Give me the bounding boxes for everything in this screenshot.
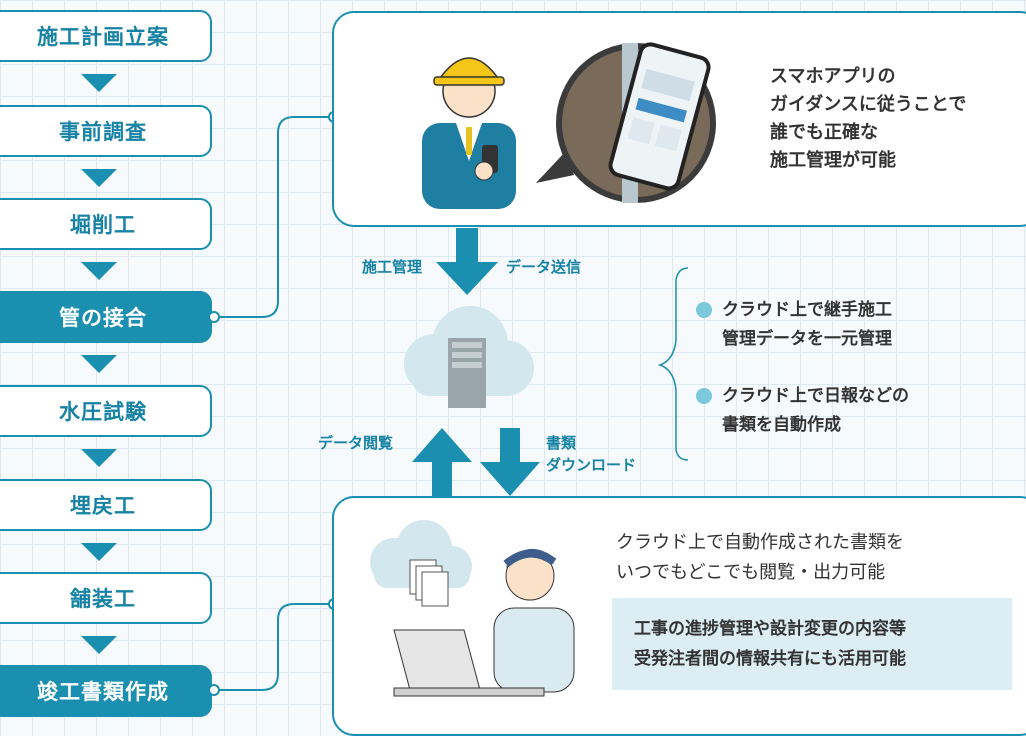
flow-arrow-icon	[81, 169, 117, 187]
step-excavation: 堀削工	[0, 198, 212, 250]
flow-arrow-icon	[81, 636, 117, 654]
flow-arrow-icon	[81, 355, 117, 373]
flow-arrow-icon	[81, 262, 117, 280]
step-paving: 舗装工	[0, 572, 212, 624]
data-viewing-label: データ閲覧	[318, 434, 394, 452]
data-transmission-label: データ送信	[506, 258, 582, 276]
flow-arrow-icon	[81, 449, 117, 467]
flow-arrow-icon	[81, 543, 117, 561]
guidance-description: スマホアプリの ガイダンスに従うことで 誰でも正確な 施工管理が可能	[770, 66, 967, 171]
transfer-arrows	[412, 228, 689, 498]
office-worker-documents-illustration	[370, 520, 575, 697]
cloud-server-icon	[404, 306, 534, 408]
step-survey: 事前調査	[0, 105, 212, 157]
step-completion-documents: 竣工書類作成	[0, 665, 212, 717]
step-pipe-joining: 管の接合	[0, 291, 212, 343]
phone-app-closeup-icon	[536, 42, 716, 203]
document-download-label: 書類 ダウンロード	[546, 434, 637, 474]
cloud-documents-description: クラウド上で自動作成された書類を いつでもどこでも閲覧・出力可能	[616, 532, 904, 583]
construction-management-label: 施工管理	[362, 258, 423, 276]
cloud-note-auto-reports: クラウド上で日報などの 書類を自動作成	[696, 382, 909, 440]
worker-with-phone-illustration	[422, 57, 516, 209]
step-backfill: 埋戻工	[0, 479, 212, 531]
step-pressure-test: 水圧試験	[0, 385, 212, 437]
step-planning: 施工計画立案	[0, 10, 212, 62]
flow-arrow-icon	[81, 74, 117, 92]
bullet-icon	[696, 302, 712, 318]
cloud-note-centralized-data: クラウド上で継手施工 管理データを一元管理	[696, 296, 892, 354]
information-sharing-highlight: 工事の進捗管理や設計変更の内容等 受発注者間の情報共有にも活用可能	[612, 598, 1012, 690]
smartphone-guidance-card: スマホアプリの ガイダンスに従うことで 誰でも正確な 施工管理が可能	[332, 11, 1026, 227]
bullet-icon	[696, 388, 712, 404]
cloud-documents-card: クラウド上で自動作成された書類を いつでもどこでも閲覧・出力可能	[332, 496, 1026, 736]
